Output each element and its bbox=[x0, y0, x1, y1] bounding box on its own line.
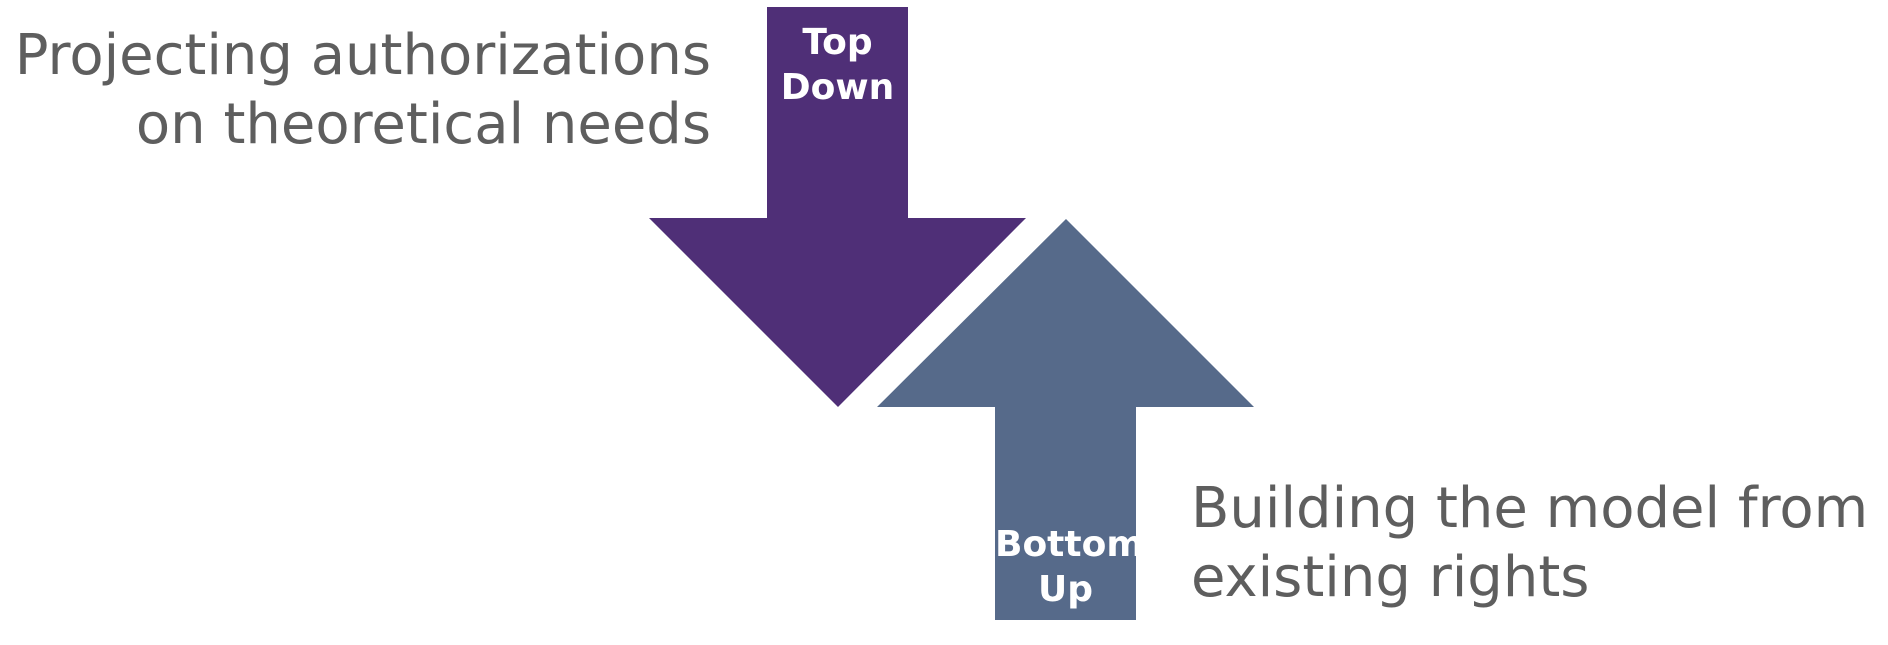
bottom-up-arrow bbox=[877, 219, 1254, 620]
bottom-up-caption: Building the model from existing rights bbox=[1191, 474, 1868, 612]
top-down-arrow bbox=[649, 7, 1026, 407]
bottom-up-arrow-label: Bottom Up bbox=[995, 522, 1144, 612]
top-down-caption-line-2: on theoretical needs bbox=[135, 92, 711, 157]
bottom-up-label-line-2: Up bbox=[1037, 569, 1093, 610]
bottom-up-caption-line-1: Building the model from bbox=[1191, 476, 1869, 541]
bottom-up-label-line-1: Bottom bbox=[995, 524, 1144, 565]
top-down-arrow-label: Top Down bbox=[767, 20, 908, 110]
top-down-caption: Projecting authorizations on theoretical… bbox=[15, 21, 711, 159]
top-down-label-line-2: Down bbox=[780, 67, 895, 108]
top-down-label-line-1: Top bbox=[802, 22, 873, 63]
bottom-up-caption-line-2: existing rights bbox=[1191, 545, 1590, 610]
top-down-caption-line-1: Projecting authorizations bbox=[14, 23, 711, 88]
